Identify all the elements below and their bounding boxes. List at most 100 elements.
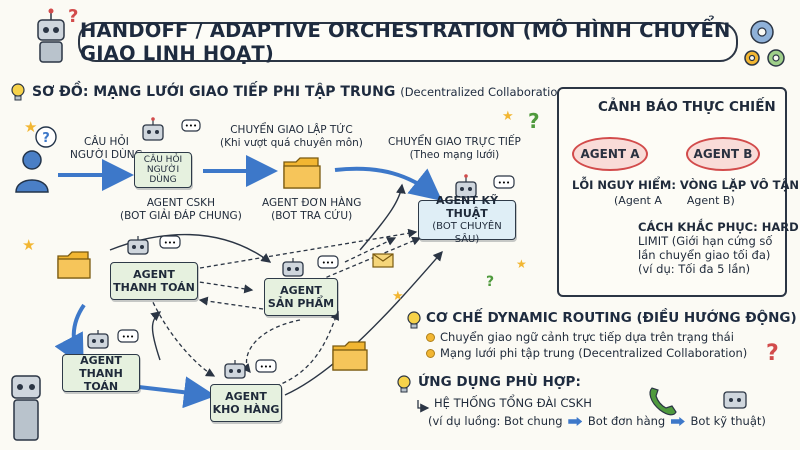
application-title: ỨNG DỤNG PHÙ HỢP: [418,374,581,390]
cskh-agent-name: AGENT CSKH [146,197,215,209]
svg-text:•••: ••• [164,239,176,247]
handoff-direct-label: CHUYỂN GIAO TRỰC TIẾP (Theo mạng lưới) [388,136,521,162]
fix-line-3: lần chuyển giao tối đa) [638,248,771,262]
svg-text:•••: ••• [260,363,272,371]
agent-b-node: AGENT B [686,137,760,171]
handoff-direct-note: (Theo mạng lưới) [409,149,500,161]
star-icon: ★ [22,236,35,254]
question-mark-icon: ? [766,341,779,366]
user-question-label: CÂU HỎI NGƯỜI DÙNG [70,136,143,161]
application-example-prefix: (ví dụ luồng: Bot chung [428,414,563,428]
danger-detail: (Agent A Agent B) [614,194,735,208]
cskh-node-box[interactable]: CÂU HỎI NGƯỜI DÙNG [134,152,192,188]
cskh-node-box-text: CÂU HỎI NGƯỜI DÙNG [143,155,183,185]
flow-arrow-icon [670,417,685,426]
application-example-mid: Bot đơn hàng [587,414,666,428]
network-section-title: SƠ ĐỒ: MẠNG LƯỚI GIAO TIẾP PHI TẬP TRUNG… [32,84,569,100]
folder-icon-left [57,251,91,279]
question-bubble-icon: ? [35,126,57,148]
product-agent-line2: SẢN PHẨM [267,297,335,310]
gear-icon [744,50,760,66]
svg-text:?: ? [42,131,50,146]
network-subtitle-text: (Decentralized Collaboration) [400,85,570,99]
cskh-agent-label: AGENT CSKH (BOT GIẢI ĐÁP CHUNG) [120,197,242,223]
chat-bubble-icon: ••• [255,359,277,373]
agent-b-label: AGENT B [693,147,753,161]
question-mark-icon: ? [528,109,540,133]
fix-block: CÁCH KHẮC PHỤC: HARD LIMIT (Giới hạn cứn… [638,220,799,276]
lightbulb-icon [407,311,421,329]
page-title-text: HANDOFF / ADAPTIVE ORCHESTRATION (MÔ HÌN… [80,19,731,65]
cskh-agent-desc: (BOT GIẢI ĐÁP CHUNG) [120,210,242,222]
danger-detail-left: (Agent A [614,194,662,207]
order-agent-label: AGENT ĐƠN HÀNG (BOT TRA CỨU) [262,197,361,223]
svg-text:•••: ••• [322,259,334,267]
warehouse-agent-line1: AGENT [225,390,267,403]
star-icon: ★ [516,257,527,271]
svg-text:•••: ••• [185,122,197,130]
order-agent-desc: (BOT TRA CỨU) [271,210,353,222]
robot-icon-bottom-right [723,391,747,409]
danger-title: LỖI NGUY HIỂM: VÒNG LẶP VÔ TẬN [572,178,799,192]
chat-bubble-icon: ••• [493,175,515,189]
svg-text:•••: ••• [498,179,510,187]
warehouse-agent-line2: KHO HÀNG [212,403,280,416]
star-icon: ★ [392,289,404,304]
question-mark-icon: ? [486,274,494,290]
order-agent-name: AGENT ĐƠN HÀNG [262,197,362,209]
robot-icon-warehouse [224,360,246,379]
chat-bubble-icon: ••• [117,329,139,343]
envelope-icon [372,253,394,268]
tech-agent-name: AGENT KỸ THUẬT [435,194,499,220]
phone-icon [649,387,677,416]
agent-a-node: AGENT A [572,137,648,171]
routing-bullet-2-text: Mạng lưới phi tập trung (Decentralized C… [440,346,748,360]
handoff-immediate-note: (Khi vượt quá chuyên môn) [220,137,363,149]
routing-bullets: Chuyển giao ngữ cảnh trực tiếp dựa trên … [426,330,747,360]
gear-icon [750,20,774,44]
arrow-pay2-to-warehouse [129,376,216,409]
robot-icon-top-left [37,8,65,63]
page-title: HANDOFF / ADAPTIVE ORCHESTRATION (MÔ HÌN… [78,19,738,65]
handoff-immediate-label: CHUYỂN GIAO LẬP TỨC (Khi vượt quá chuyên… [220,124,363,150]
user-icon [15,150,49,193]
robot-icon-cskh [142,117,164,141]
lightbulb-icon [397,375,411,393]
payment-agent-1-line1: AGENT [133,268,175,281]
product-agent-node[interactable]: AGENT SẢN PHẨM [264,278,338,316]
handoff-immediate-title: CHUYỂN GIAO LẬP TỨC [230,124,353,136]
payment-agent-1-line2: THANH TOÁN [113,281,195,294]
application-example: (ví dụ luồng: Bot chung Bot đơn hàng Bot… [428,414,766,428]
svg-text:•••: ••• [122,333,134,341]
warehouse-agent-node[interactable]: AGENT KHO HÀNG [210,384,282,422]
robot-icon-pay2 [87,330,109,349]
chat-bubble-icon: ••• [181,119,201,132]
robot-icon-bottom-left [11,375,41,441]
gear-icon [767,49,785,67]
warning-title: CẢNH BÁO THỰC CHIẾN [598,99,776,115]
payment-agent-node-2[interactable]: AGENT THANH TOÁN [62,354,140,393]
bullet-dot-icon [426,348,435,358]
warning-panel [557,87,787,297]
star-icon: ★ [502,109,514,124]
tech-agent-node[interactable]: AGENT KỸ THUẬT (BOT CHUYÊN SÂU) [418,194,516,245]
routing-bullet-2: Mạng lưới phi tập trung (Decentralized C… [426,346,747,360]
danger-detail-right: Agent B) [686,194,735,207]
folder-icon-right [332,341,368,371]
flow-arrow-icon [568,417,583,426]
fix-line-1: CÁCH KHẮC PHỤC: HARD [638,220,799,234]
application-example-end: Bot kỹ thuật) [690,414,766,428]
tech-agent-desc: (BOT CHUYÊN SÂU) [432,221,502,245]
payment-agent-2-line2: THANH TOÁN [79,366,123,393]
lightbulb-icon [11,83,25,101]
payment-agent-node-1[interactable]: AGENT THANH TOÁN [110,262,198,300]
robot-icon-pay1 [127,236,149,255]
chat-bubble-icon: ••• [159,235,181,249]
question-mark-icon: ? [68,6,78,27]
routing-bullet-1: Chuyển giao ngữ cảnh trực tiếp dựa trên … [426,330,747,344]
network-title-text: SƠ ĐỒ: MẠNG LƯỚI GIAO TIẾP PHI TẬP TRUNG [32,84,396,100]
folder-icon-order [283,157,321,189]
routing-title: CƠ CHẾ DYNAMIC ROUTING (ĐIỀU HƯỚNG ĐỘNG) [426,310,797,326]
handoff-direct-title: CHUYỂN GIAO TRỰC TIẾP [388,136,521,148]
